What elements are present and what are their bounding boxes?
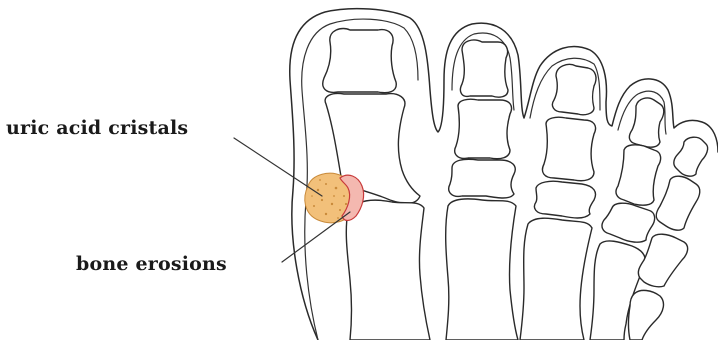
fourth-toe-distal-phalanx [629, 98, 663, 147]
second-toe-middle-phalanx [455, 99, 512, 158]
fourth-toe-proximal-phalanx [602, 203, 655, 242]
fifth-toe-middle-phalanx [656, 176, 700, 230]
uric-crystal-pointer-line [234, 138, 322, 196]
third-toe-proximal-phalanx [534, 181, 595, 218]
fifth-toe-distal-phalanx [674, 137, 708, 176]
fifth-toe-proximal-phalanx [638, 234, 687, 287]
bone-erosions-label: bone erosions [76, 253, 227, 275]
second-toe-proximal-phalanx [449, 159, 515, 198]
fourth-toe-middle-phalanx [616, 145, 661, 205]
third-toe-distal-phalanx [552, 64, 596, 114]
big-toe-metatarsal [346, 200, 430, 340]
second-toe-metatarsal [446, 199, 518, 340]
third-toe-metatarsal [520, 218, 592, 340]
second-toe-distal-phalanx [460, 40, 508, 97]
big-toe-distal-phalanx [323, 29, 396, 93]
uric-acid-crystals-label: uric acid cristals [6, 117, 188, 139]
third-toe-middle-phalanx [542, 117, 595, 180]
fifth-toe-metatarsal [629, 290, 664, 340]
